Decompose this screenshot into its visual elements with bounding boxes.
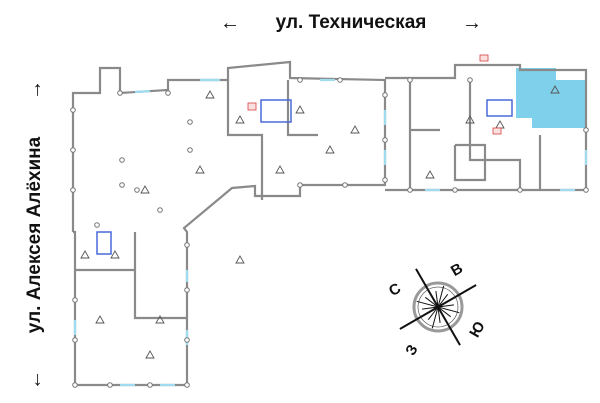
- compass-ray: [424, 296, 439, 308]
- column: [452, 187, 458, 193]
- column: [517, 187, 523, 193]
- arrow-right-icon: →: [461, 12, 482, 34]
- window: [134, 89, 151, 94]
- column: [297, 182, 303, 188]
- column: [72, 297, 78, 303]
- marker-triangle: [495, 120, 505, 129]
- column: [117, 90, 123, 96]
- compass-ray: [437, 285, 445, 308]
- marker-triangle: [155, 315, 165, 324]
- windows: [73, 78, 588, 387]
- compass-south-label: Ю: [466, 319, 488, 341]
- column: [187, 119, 193, 125]
- column: [342, 182, 348, 188]
- marker-triangle: [205, 90, 215, 99]
- column: [70, 107, 76, 113]
- column: [119, 182, 125, 188]
- walls: [71, 60, 588, 387]
- column: [184, 337, 190, 343]
- column: [407, 77, 413, 83]
- elevator-shafts: [96, 99, 513, 255]
- column: [297, 77, 303, 83]
- compass-ray: [437, 306, 452, 318]
- compass-ray: [437, 293, 449, 308]
- arrow-left-icon: ←: [220, 12, 240, 34]
- street-label-left: ← ул. Алексея Алёхина →: [20, 80, 50, 390]
- column: [165, 90, 171, 96]
- column: [583, 127, 589, 133]
- marker-triangle: [350, 125, 360, 134]
- column: [94, 222, 100, 228]
- compass-ray: [437, 306, 461, 346]
- columns: [70, 77, 589, 388]
- marker-triangle: [195, 165, 205, 174]
- column: [72, 337, 78, 343]
- exit-signs: [247, 54, 502, 135]
- column: [119, 157, 125, 163]
- highlighted-unit[interactable]: [516, 68, 586, 128]
- compass-ray: [437, 306, 460, 314]
- compass-ray: [437, 304, 454, 308]
- column: [467, 77, 473, 83]
- column: [72, 382, 78, 388]
- compass-ray: [416, 300, 439, 308]
- compass-east-label: В: [448, 260, 466, 280]
- column: [134, 187, 140, 193]
- column: [70, 147, 76, 153]
- compass-ray: [437, 306, 441, 323]
- compass-ray: [435, 291, 439, 308]
- marker-triangle: [110, 250, 120, 259]
- column: [184, 287, 190, 293]
- column: [157, 207, 163, 213]
- marker-triangle: [95, 315, 105, 324]
- column: [407, 187, 413, 193]
- street-name-alekhina: ул. Алексея Алёхина: [24, 136, 45, 334]
- compass-ray: [427, 306, 439, 321]
- marker-triangle: [550, 85, 560, 94]
- marker-triangle: [325, 145, 335, 154]
- marker-triangle: [425, 170, 435, 179]
- compass-west-label: З: [402, 342, 421, 359]
- marker-triangle: [145, 350, 155, 359]
- arrow-down-icon: ←: [24, 370, 46, 390]
- column: [382, 177, 388, 183]
- marker-triangle: [275, 165, 285, 174]
- compass-north-label: С: [386, 280, 404, 300]
- compass-ray: [437, 284, 477, 308]
- column: [187, 147, 193, 153]
- column: [337, 77, 343, 83]
- markers: [80, 85, 560, 359]
- marker-triangle: [80, 250, 90, 259]
- column: [147, 382, 153, 388]
- column: [382, 92, 388, 98]
- compass-ray: [399, 306, 439, 330]
- column: [70, 187, 76, 193]
- marker-triangle: [295, 105, 305, 114]
- column: [583, 187, 589, 193]
- compass-ray: [422, 306, 439, 310]
- arrow-up-icon: →: [24, 80, 46, 100]
- compass-rose: С В Ю З: [386, 260, 489, 359]
- marker-triangle: [235, 255, 245, 264]
- compass-ray: [415, 268, 439, 308]
- compass-ray: [431, 306, 439, 329]
- street-label-top: ← ул. Техническая →: [220, 8, 482, 38]
- column: [382, 137, 388, 143]
- street-name-technicheskaya: ул. Техническая: [275, 12, 427, 33]
- marker-triangle: [235, 115, 245, 124]
- marker-triangle: [465, 115, 475, 124]
- marker-triangle: [140, 185, 150, 194]
- column: [107, 382, 113, 388]
- column: [184, 382, 190, 388]
- column: [184, 242, 190, 248]
